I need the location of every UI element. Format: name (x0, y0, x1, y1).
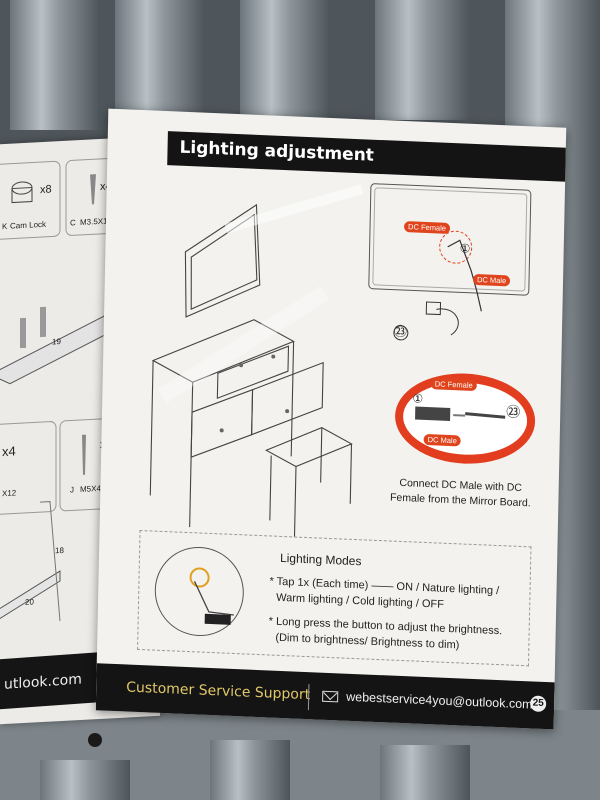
dc-male-tag-zoom: DC Male (423, 433, 461, 447)
mail-icon (322, 690, 339, 703)
marker-c: C (70, 218, 76, 228)
quantity-label-x4-mid: x4 (2, 443, 16, 460)
screw-label-mid: M5X4 (80, 483, 101, 494)
left-footer-text: utlook.com (4, 671, 82, 693)
mirror-board-diagram (368, 183, 532, 341)
screw-size-label: X12 (2, 488, 17, 499)
callout-1-zoom: ① (412, 391, 424, 406)
part-20-label: 20 (25, 597, 34, 607)
screw-label-top: M3.5X1 (80, 216, 108, 227)
connection-caption: Connect DC Male with DC Female from the … (389, 476, 531, 510)
marker-j: J (70, 485, 74, 495)
touch-button-illustration (154, 547, 244, 637)
part-18-label: 18 (55, 545, 64, 556)
lighting-modes-title: Lighting Modes (279, 550, 362, 569)
page-number-badge: 25 (530, 695, 547, 713)
section-title: Lighting adjustment (179, 137, 375, 166)
callout-1-upper: ① (459, 241, 471, 256)
vanity-illustration (149, 184, 364, 537)
dc-male-tag: DC Male (472, 273, 511, 287)
marker-k: K (2, 221, 8, 232)
customer-service-label: Customer Service Support (126, 679, 311, 704)
lighting-modes-box: Lighting Modes * Tap 1x (Each time) —— O… (137, 530, 532, 667)
dc-female-tag: DC Female (403, 221, 451, 234)
part-19-label: 19 (52, 337, 61, 347)
right-manual-page: Lighting adjustment (95, 108, 567, 730)
callout-23-zoom: ㉓ (506, 403, 521, 420)
callout-23-upper: ㉓ (393, 323, 408, 340)
cam-lock-label: Cam Lock (10, 219, 47, 231)
support-email: webestservice4you@outlook.com (346, 689, 533, 712)
dc-female-tag-zoom: DC Female (430, 378, 477, 392)
quantity-label-x8: x8 (40, 183, 52, 197)
